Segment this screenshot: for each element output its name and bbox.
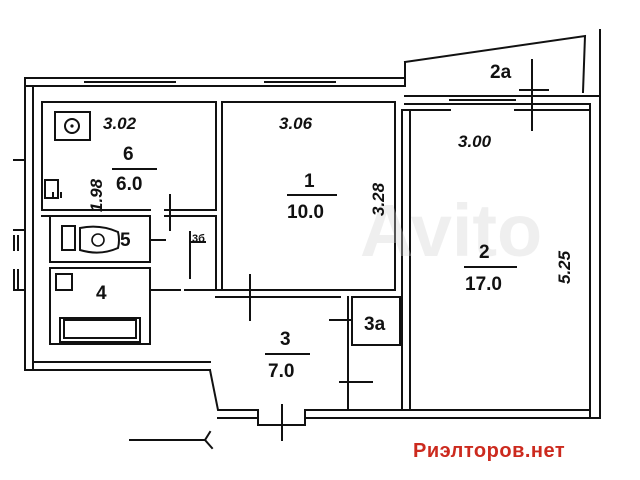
room-6-height-dimension: 1.98: [87, 178, 106, 212]
room-3-fraction-line: [265, 353, 310, 355]
room-6-fraction-line: [112, 168, 157, 170]
room-2-fraction-line: [464, 266, 517, 268]
room-1-fraction-line: [287, 194, 337, 196]
room-3a-number: 3a: [364, 314, 386, 335]
room-3-area: 7.0: [268, 361, 295, 382]
room-4-number: 4: [96, 283, 107, 304]
avito-ghost-watermark: Avito: [360, 189, 543, 272]
room-1-width-dimension: 3.06: [279, 114, 313, 133]
room-3-number: 3: [280, 329, 291, 350]
room-6-area: 6.0: [116, 174, 143, 195]
room-5-number: 5: [120, 230, 131, 251]
room-1-height-dimension: 3.28: [369, 182, 388, 216]
room-2-area: 17.0: [465, 274, 502, 295]
room-1-number: 1: [304, 171, 315, 192]
room-3b-number: 3б: [192, 233, 205, 245]
room-6-number: 6: [123, 144, 134, 165]
room-6-width-dimension: 3.02: [103, 114, 137, 133]
site-watermark: Риэлторов.нет: [413, 440, 566, 462]
room-2-width-dimension: 3.00: [458, 132, 492, 151]
room-2-number: 2: [479, 242, 490, 263]
room-1-area: 10.0: [287, 202, 324, 223]
room-2a-number: 2a: [490, 62, 512, 83]
room-2-height-dimension: 5.25: [555, 250, 574, 284]
